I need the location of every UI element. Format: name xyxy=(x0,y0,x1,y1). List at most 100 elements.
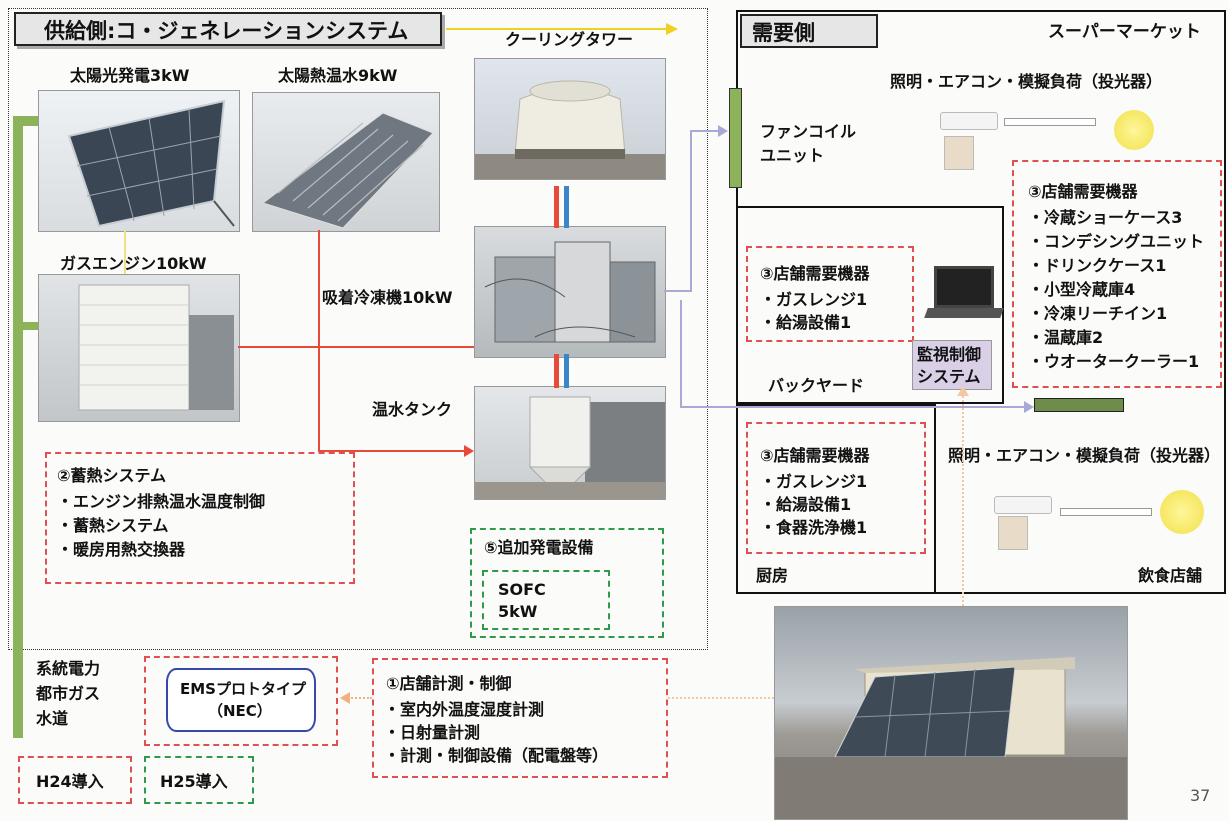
heat-storage-list: ・エンジン排熱温水温度制御 ・蓄熱システム ・暖房用熱交換器 xyxy=(57,490,265,562)
thermal-connector xyxy=(318,230,320,346)
ems-outer-box: EMSプロトタイプ （NEC） xyxy=(144,656,338,746)
air-conditioner-icon xyxy=(994,496,1052,514)
measurement-signal-line xyxy=(668,697,774,699)
utility-water: 水道 xyxy=(36,709,69,728)
store-equipment-item: ・ガスレンジ1 xyxy=(760,472,868,491)
store-measurement-item: ・室内外温度湿度計測 xyxy=(384,700,545,719)
store-equipment-item: ・冷凍リーチイン1 xyxy=(1028,304,1168,323)
store-building-photo xyxy=(774,606,1128,820)
heat-storage-item: ・エンジン排熱温水温度制御 xyxy=(57,492,266,511)
sofc-label-line1: SOFC xyxy=(498,580,546,599)
demand-side-frame xyxy=(736,10,1226,594)
legend-h24-label: H24導入 xyxy=(36,772,104,791)
gas-engine-photo xyxy=(38,274,240,422)
heat-line-arrowhead xyxy=(464,445,474,457)
ems-signal-line xyxy=(348,697,372,699)
kitchen-label: 厨房 xyxy=(756,566,789,585)
store-equipment-item: ・給湯設備1 xyxy=(760,495,852,514)
signal-line-restaurant-v xyxy=(680,300,682,408)
backyard-room xyxy=(736,206,1004,404)
store-equipment-super-list: ・冷蔵ショーケース3 ・コンデシングユニット ・ドリンクケース1 ・小型冷蔵庫4… xyxy=(1028,206,1204,374)
store-equipment-kitchen-list: ・ガスレンジ1 ・給湯設備1 ・食器洗浄機1 xyxy=(760,470,867,539)
store-equipment-item: ・冷蔵ショーケース3 xyxy=(1028,208,1183,227)
lighting-load-top-label: 照明・エアコン・模擬負荷（投光器） xyxy=(890,72,1163,91)
utility-bar-vertical xyxy=(13,116,23,738)
legend-h25-label: H25導入 xyxy=(160,772,228,791)
store-equipment-item: ・温蔵庫2 xyxy=(1028,328,1104,347)
monitoring-system-box: 監視制御 システム xyxy=(912,340,992,390)
pipe-blue-lower xyxy=(564,354,569,388)
sofc-label-line2: 5kW xyxy=(498,602,538,621)
heat-line-to-tank xyxy=(318,450,468,452)
store-measurement-item: ・計測・制御設備（配電盤等） xyxy=(384,746,609,765)
additional-generation-box: ⑤追加発電設備 SOFC 5kW xyxy=(470,528,664,638)
store-equipment-super-box: ③店舗需要機器 ・冷蔵ショーケース3 ・コンデシングユニット ・ドリンクケース1… xyxy=(1012,160,1222,388)
store-equipment-item: ・ドリンクケース1 xyxy=(1028,256,1167,275)
signal-line-restaurant-h xyxy=(680,406,1026,408)
signal-arrowhead xyxy=(1024,401,1034,413)
monitoring-line1: 監視制御 xyxy=(917,345,982,364)
ems-signal-arrowhead xyxy=(340,692,350,704)
heat-storage-item: ・暖房用熱交換器 xyxy=(57,540,186,559)
store-equipment-item: ・小型冷蔵庫4 xyxy=(1028,280,1136,299)
outdoor-unit-icon xyxy=(998,516,1028,550)
fan-coil-bar-restaurant xyxy=(1034,398,1124,412)
heat-line-horizontal xyxy=(238,346,474,348)
supply-side-title: 供給側:コ・ジェネレーションシステム xyxy=(44,19,409,43)
solar-pv-label: 太陽光発電3kW xyxy=(70,66,190,85)
supermarket-label: スーパーマーケット xyxy=(1048,22,1201,42)
floodlight-icon xyxy=(1114,110,1154,150)
store-equipment-item: ・給湯設備1 xyxy=(760,313,852,332)
lighting-load-bottom-label: 照明・エアコン・模擬負荷（投光器） xyxy=(948,446,1221,465)
store-equipment-item: ・コンデシングユニット xyxy=(1028,232,1205,251)
supply-side-title-box: 供給側:コ・ジェネレーションシステム xyxy=(14,12,442,46)
backyard-label: バックヤード xyxy=(768,376,865,395)
pipe-blue-upper xyxy=(564,186,569,228)
absorption-chiller-photo xyxy=(474,226,666,358)
air-conditioner-icon xyxy=(940,112,998,130)
legend-h24-box: H24導入 xyxy=(18,756,132,804)
store-measurement-item: ・日射量計測 xyxy=(384,723,481,742)
pv-connector xyxy=(124,230,126,274)
store-equipment-item: ・食器洗浄機1 xyxy=(760,518,868,537)
absorption-chiller-label: 吸着冷凍機10kW xyxy=(322,288,453,307)
store-equipment-item: ・ガスレンジ1 xyxy=(760,290,868,309)
store-equipment-backyard-title: ③店舗需要機器 xyxy=(760,264,870,283)
yellow-arrow-head xyxy=(666,23,678,35)
signal-line-fancoil-h xyxy=(664,290,692,292)
heat-storage-item: ・蓄熱システム xyxy=(57,516,169,535)
cooling-tower-photo xyxy=(474,58,666,180)
utility-gas: 都市ガス xyxy=(36,684,101,703)
fluorescent-light-icon xyxy=(1004,118,1096,126)
utilities-label: 系統電力 都市ガス 水道 xyxy=(36,656,100,731)
additional-generation-title: ⑤追加発電設備 xyxy=(484,538,594,557)
store-measurement-list: ・室内外温度湿度計測 ・日射量計測 ・計測・制御設備（配電盤等） xyxy=(384,698,608,767)
store-equipment-item: ・ウオータークーラー1 xyxy=(1028,352,1200,371)
store-measurement-box: ①店舗計測・制御 ・室内外温度湿度計測 ・日射量計測 ・計測・制御設備（配電盤等… xyxy=(372,658,668,778)
hot-water-tank-photo xyxy=(474,386,666,500)
fan-coil-label: ファンコイル ユニット xyxy=(760,120,856,168)
utility-bar-top xyxy=(13,116,48,126)
pipe-red-lower xyxy=(554,354,559,388)
monitoring-arrowhead xyxy=(957,386,969,396)
store-equipment-kitchen-box: ③店舗需要機器 ・ガスレンジ1 ・給湯設備1 ・食器洗浄機1 xyxy=(746,422,926,554)
outdoor-unit-icon xyxy=(944,136,974,170)
pipe-red-upper xyxy=(554,186,559,228)
kitchen-room xyxy=(736,404,936,594)
sofc-box: SOFC 5kW xyxy=(482,570,610,630)
signal-line-fancoil-top xyxy=(690,130,720,132)
solar-thermal-photo xyxy=(252,92,440,232)
heat-storage-title: ②蓄熱システム xyxy=(57,466,167,485)
store-equipment-backyard-list: ・ガスレンジ1 ・給湯設備1 xyxy=(760,288,867,334)
demand-side-title-box: 需要側 xyxy=(740,14,878,48)
legend-h25-box: H25導入 xyxy=(144,756,254,804)
fan-coil-line2: ユニット xyxy=(760,146,825,165)
hot-water-tank-label: 温水タンク xyxy=(372,400,453,419)
solar-thermal-label: 太陽熱温水9kW xyxy=(278,66,398,85)
demand-side-title: 需要側 xyxy=(752,21,815,45)
signal-arrowhead xyxy=(718,125,728,137)
monitoring-line2: システム xyxy=(917,367,981,386)
monitoring-dotted-line xyxy=(962,392,964,606)
store-equipment-backyard-box: ③店舗需要機器 ・ガスレンジ1 ・給湯設備1 xyxy=(746,246,914,342)
heat-storage-box: ②蓄熱システム ・エンジン排熱温水温度制御 ・蓄熱システム ・暖房用熱交換器 xyxy=(45,452,355,584)
